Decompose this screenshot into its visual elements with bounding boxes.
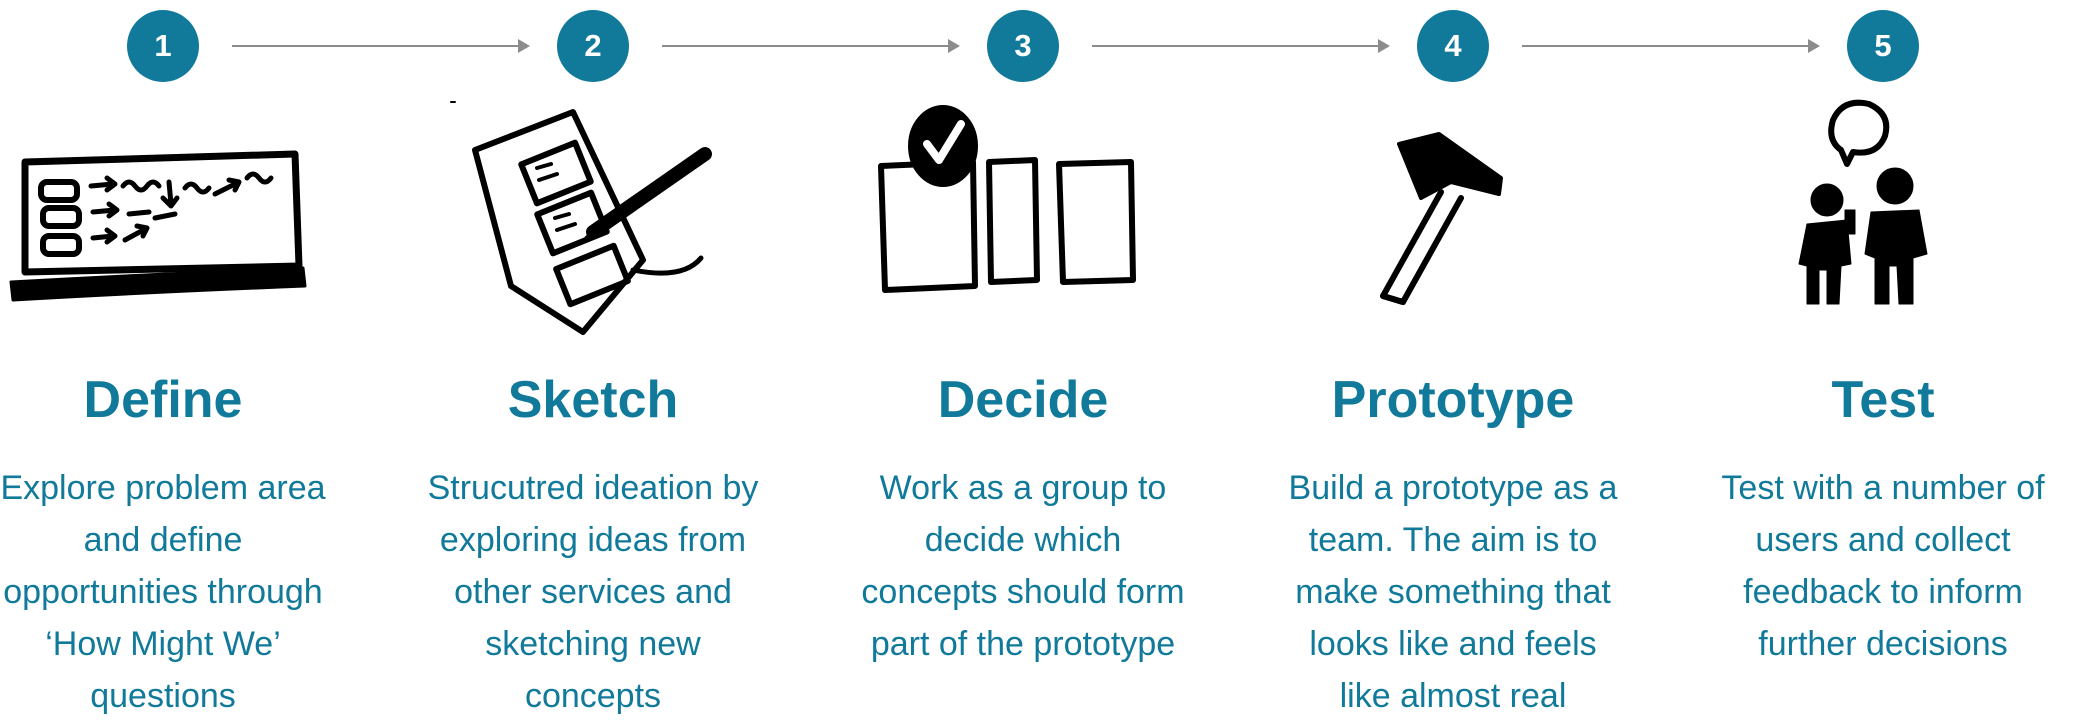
step-description-prototype: Build a prototype as a team. The aim is … [1288,469,1618,715]
arrow-2-to-3 [662,39,960,53]
step-description-decide: Work as a group to decide which concepts… [861,469,1185,663]
step-title-test: Test [1831,371,1935,429]
arrow-3-to-4 [1092,39,1390,53]
checked-cards-icon [863,90,1183,340]
whiteboard-sketch-icon [3,90,323,340]
step-number-1: 1 [127,10,199,82]
step-number-3: 3 [987,10,1059,82]
hammer-icon [1293,90,1613,340]
step-title-prototype: Prototype [1331,371,1575,429]
step-title-decide: Decide [937,371,1109,429]
step-number-5: 5 [1847,10,1919,82]
step-description-define: Explore problem area and define opportun… [0,469,326,715]
step-number-2: 2 [557,10,629,82]
step-title-define: Define [83,371,243,429]
step-description-sketch: Strucutred ideation by exploring ideas f… [427,469,759,715]
step-title-sketch: Sketch [507,371,679,429]
step-number-4: 4 [1417,10,1489,82]
step-description-test: Test with a number of users and collect … [1721,469,2045,663]
user-interview-icon [1723,90,2043,340]
paper-pen-sketch-icon [433,90,753,340]
arrow-4-to-5 [1522,39,1820,53]
arrow-1-to-2 [232,39,530,53]
